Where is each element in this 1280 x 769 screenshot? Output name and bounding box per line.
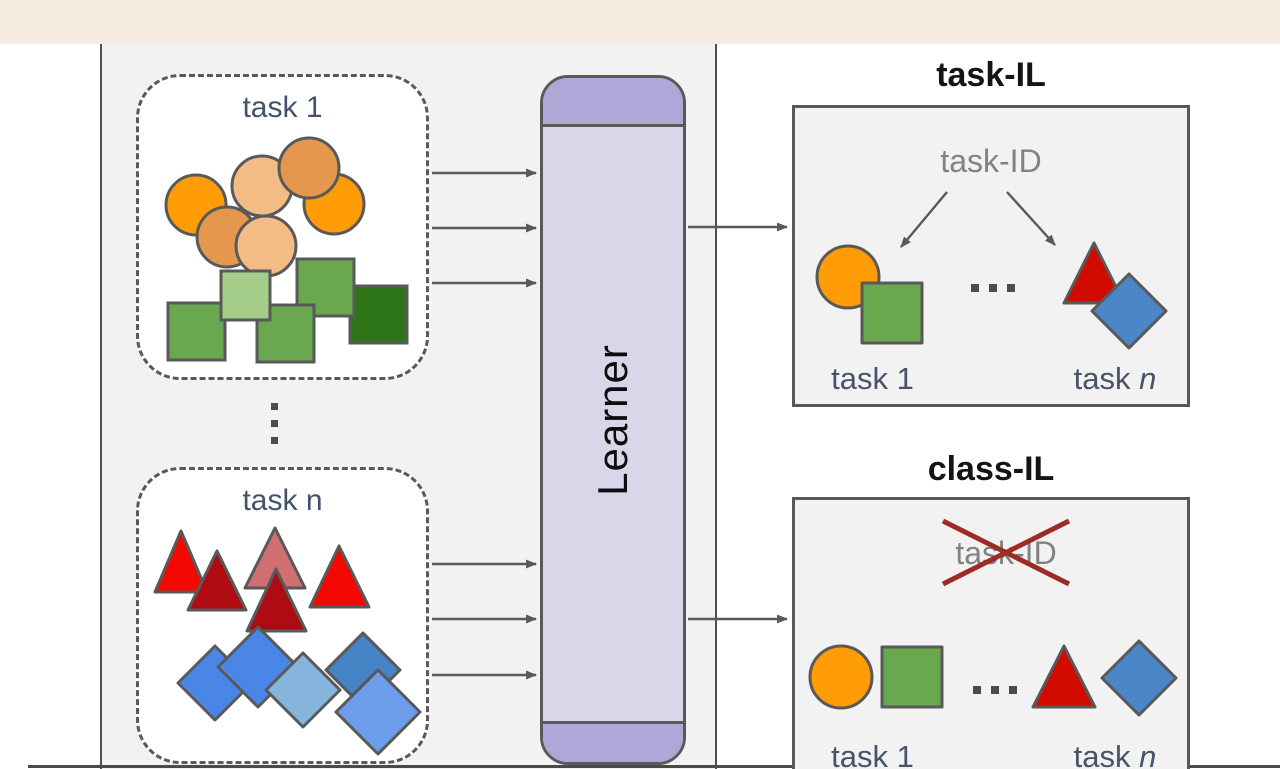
learner-top-cap <box>543 78 683 127</box>
class-il-task-id-label: task-ID <box>955 535 1057 571</box>
task-il-title: task-IL <box>936 56 1046 94</box>
task-il-task-id-label: task-ID <box>940 143 1042 179</box>
task1-dashed-box: task 1 <box>136 74 429 380</box>
vertical-ellipsis-icon <box>271 437 278 444</box>
task-il-bottom-right-label: task n <box>1073 361 1157 396</box>
class-il-bottom-left-label: task 1 <box>831 739 914 769</box>
figure-bottom-border <box>28 765 1280 768</box>
learner-box: Learner <box>540 75 686 765</box>
learner-bottom-cap <box>543 721 683 762</box>
top-beige-band <box>0 0 1280 44</box>
taskn-box-label: task n <box>242 484 323 517</box>
class-il-title: class-IL <box>927 450 1055 488</box>
class-il-bottom-right-label: task n <box>1073 739 1157 769</box>
learner-label: Learner <box>589 344 637 496</box>
vertical-ellipsis-icon <box>271 420 278 427</box>
task1-box-label: task 1 <box>242 91 323 124</box>
vertical-ellipsis-icon <box>271 403 278 410</box>
taskn-dashed-box: task n <box>136 467 429 764</box>
task-il-bottom-left-label: task 1 <box>831 361 914 396</box>
